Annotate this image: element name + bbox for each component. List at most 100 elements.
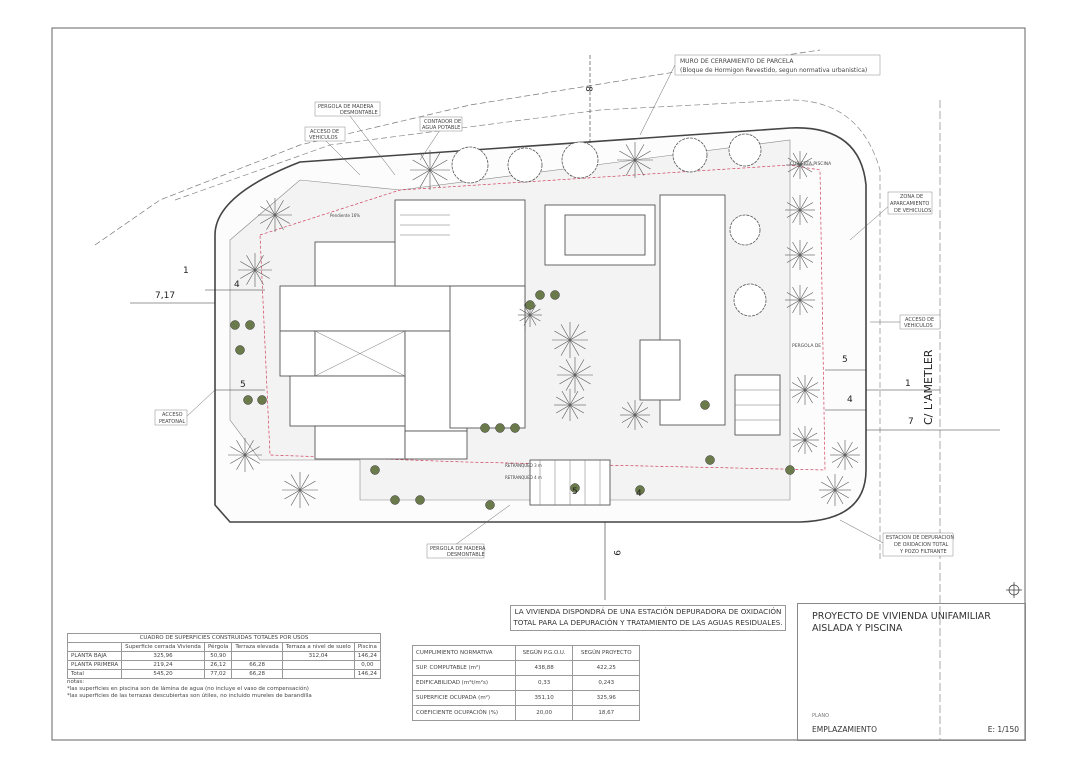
table-cell: 325,96 xyxy=(121,651,205,661)
table-cell: 66,28 xyxy=(231,669,283,679)
shrub-icon xyxy=(705,455,715,465)
shrub-icon xyxy=(635,485,645,495)
shrub-icon xyxy=(235,345,245,355)
scale: E: 1/150 xyxy=(987,725,1019,734)
table-cell: SUPERFICIE OCUPADA (m²) xyxy=(412,690,516,706)
title-block: PROYECTO DE VIVIENDA UNIFAMILIAR AISLADA… xyxy=(797,603,1026,741)
table-cell: SUP. COMPUTABLE (m²) xyxy=(412,660,516,676)
shrub-icon xyxy=(257,395,267,405)
road-edge-line xyxy=(174,99,881,560)
label-cubierta-piscina: CUBIERTA PISCINA xyxy=(790,161,832,167)
label-pendiente: Pendiente 16% xyxy=(330,213,360,218)
tree-icon xyxy=(451,146,489,184)
table-cell: 77,02 xyxy=(203,669,233,679)
surfaces-table: CUADRO DE SUPERFICIES CONSTRUIDAS TOTALE… xyxy=(66,633,381,700)
table-cell: 422,25 xyxy=(572,660,640,676)
palm-tree-icon xyxy=(518,303,542,327)
table-cell: 312,04 xyxy=(281,651,355,661)
table-cell: Total xyxy=(66,669,123,679)
shrub-icon xyxy=(550,290,560,300)
palm-tree-icon xyxy=(617,142,653,178)
table-cell: 219,24 xyxy=(121,660,205,670)
annotations: MURO DE CERRAMIENTO DE PARCELA (Bloque d… xyxy=(154,54,954,559)
label-pergola-top-2: DESMONTABLE xyxy=(340,110,378,116)
palm-tree-icon xyxy=(791,426,819,454)
surfaces-table-title: CUADRO DE SUPERFICIES CONSTRUIDAS TOTALE… xyxy=(67,633,381,643)
dim-right-4: 4 xyxy=(847,395,853,405)
table-cell: 18,67 xyxy=(572,705,640,721)
table-cell: 20,00 xyxy=(514,705,574,721)
table-header-cell: SEGÚN PROYECTO xyxy=(572,645,640,661)
shrub-icon xyxy=(390,495,400,505)
shrub-icon xyxy=(495,423,505,433)
label-acceso-vehiculos-top: ACCESO DE xyxy=(310,129,339,135)
palm-tree-icon xyxy=(238,253,272,287)
table-cell: 26,12 xyxy=(203,660,233,670)
shrub-icon xyxy=(480,423,490,433)
palm-tree-icon xyxy=(790,375,820,405)
palm-tree-icon xyxy=(785,285,815,315)
label-acceso-vehiculos-right: ACCESO DE xyxy=(905,317,934,323)
table-cell: EDIFICABILIDAD (m²t/m²s) xyxy=(412,675,516,691)
table-cell: 351,10 xyxy=(514,690,574,706)
label-acceso-vehiculos-top-2: VEHICULOS xyxy=(309,135,338,141)
dim-left-4: 4 xyxy=(234,280,240,290)
label-retranqueo-3: RETRANQUEO 3 m xyxy=(505,463,542,468)
note-1: *las superficies en piscina son de lámin… xyxy=(67,686,309,692)
void-cross xyxy=(314,330,406,377)
label-zona-aparcamiento: ZONA DE xyxy=(900,194,923,200)
table-header-cell: CUMPLIMIENTO NORMATIVA xyxy=(412,645,516,661)
stairs xyxy=(400,214,780,505)
palm-tree-icon xyxy=(552,322,588,358)
dim-left-1: 1 xyxy=(183,266,189,276)
label-contador: CONTADOR DE xyxy=(424,119,461,125)
notes-label: notas: xyxy=(67,679,85,685)
note-line-1: LA VIVIENDA DISPONDRÁ DE UNA ESTACIÓN DE… xyxy=(514,607,782,616)
note-line-2: TOTAL PARA LA DEPURACIÓN Y TRATAMIENTO D… xyxy=(513,618,783,627)
street-name: C/ L'AMETLER xyxy=(922,349,935,425)
trees-layer xyxy=(228,133,860,510)
table-cell: COEFICIENTE OCUPACIÓN (%) xyxy=(412,705,516,721)
shrub-icon xyxy=(570,483,580,493)
dim-right-5: 5 xyxy=(842,355,848,365)
label-acceso-peatonal-2: PEATONAL xyxy=(159,419,185,425)
palm-tree-icon xyxy=(785,195,815,225)
shrub-icon xyxy=(535,290,545,300)
table-header-cell: Pérgola xyxy=(203,642,233,652)
tree-icon xyxy=(561,141,599,179)
label-zona-aparcamiento-3: DE VEHICULOS xyxy=(894,208,931,214)
table-cell: 146,24 xyxy=(353,669,381,679)
setback-line xyxy=(259,164,826,471)
palm-tree-icon xyxy=(786,151,814,179)
dim-top-8: 8 xyxy=(583,86,593,92)
label-muro: MURO DE CERRAMIENTO DE PARCELA xyxy=(680,58,794,65)
dim-right-1: 1 xyxy=(905,379,911,389)
table-header-cell xyxy=(66,642,123,652)
table-cell: 325,96 xyxy=(572,690,640,706)
label-muro-detail: (Bloque de Hormigon Revestido, segun nor… xyxy=(680,67,867,74)
dim-bottom-4: 4 xyxy=(636,489,642,499)
dimension-lines xyxy=(130,55,1000,600)
table-cell xyxy=(281,660,355,670)
label-estacion-depuracion-2: DE OXIDACION TOTAL xyxy=(894,542,949,548)
dim-7-17: 7,17 xyxy=(155,291,175,301)
label-acceso-vehiculos-right-2: VEHICULOS xyxy=(904,323,933,329)
table-header-cell: Piscina xyxy=(353,642,381,652)
label-contador-2: AGUA POTABLE xyxy=(422,125,460,131)
table-cell: 438,88 xyxy=(514,660,574,676)
shrub-icon xyxy=(230,320,240,330)
palm-tree-icon xyxy=(819,474,851,506)
palm-tree-icon xyxy=(785,240,815,270)
label-acceso-peatonal: ACCESO xyxy=(162,412,183,418)
palm-tree-icon xyxy=(228,438,262,472)
palm-tree-icon xyxy=(258,198,292,232)
label-pergola-right: PERGOLA DE xyxy=(792,343,821,349)
label-estacion-depuracion-3: Y POZO FILTRANTE xyxy=(899,549,947,555)
